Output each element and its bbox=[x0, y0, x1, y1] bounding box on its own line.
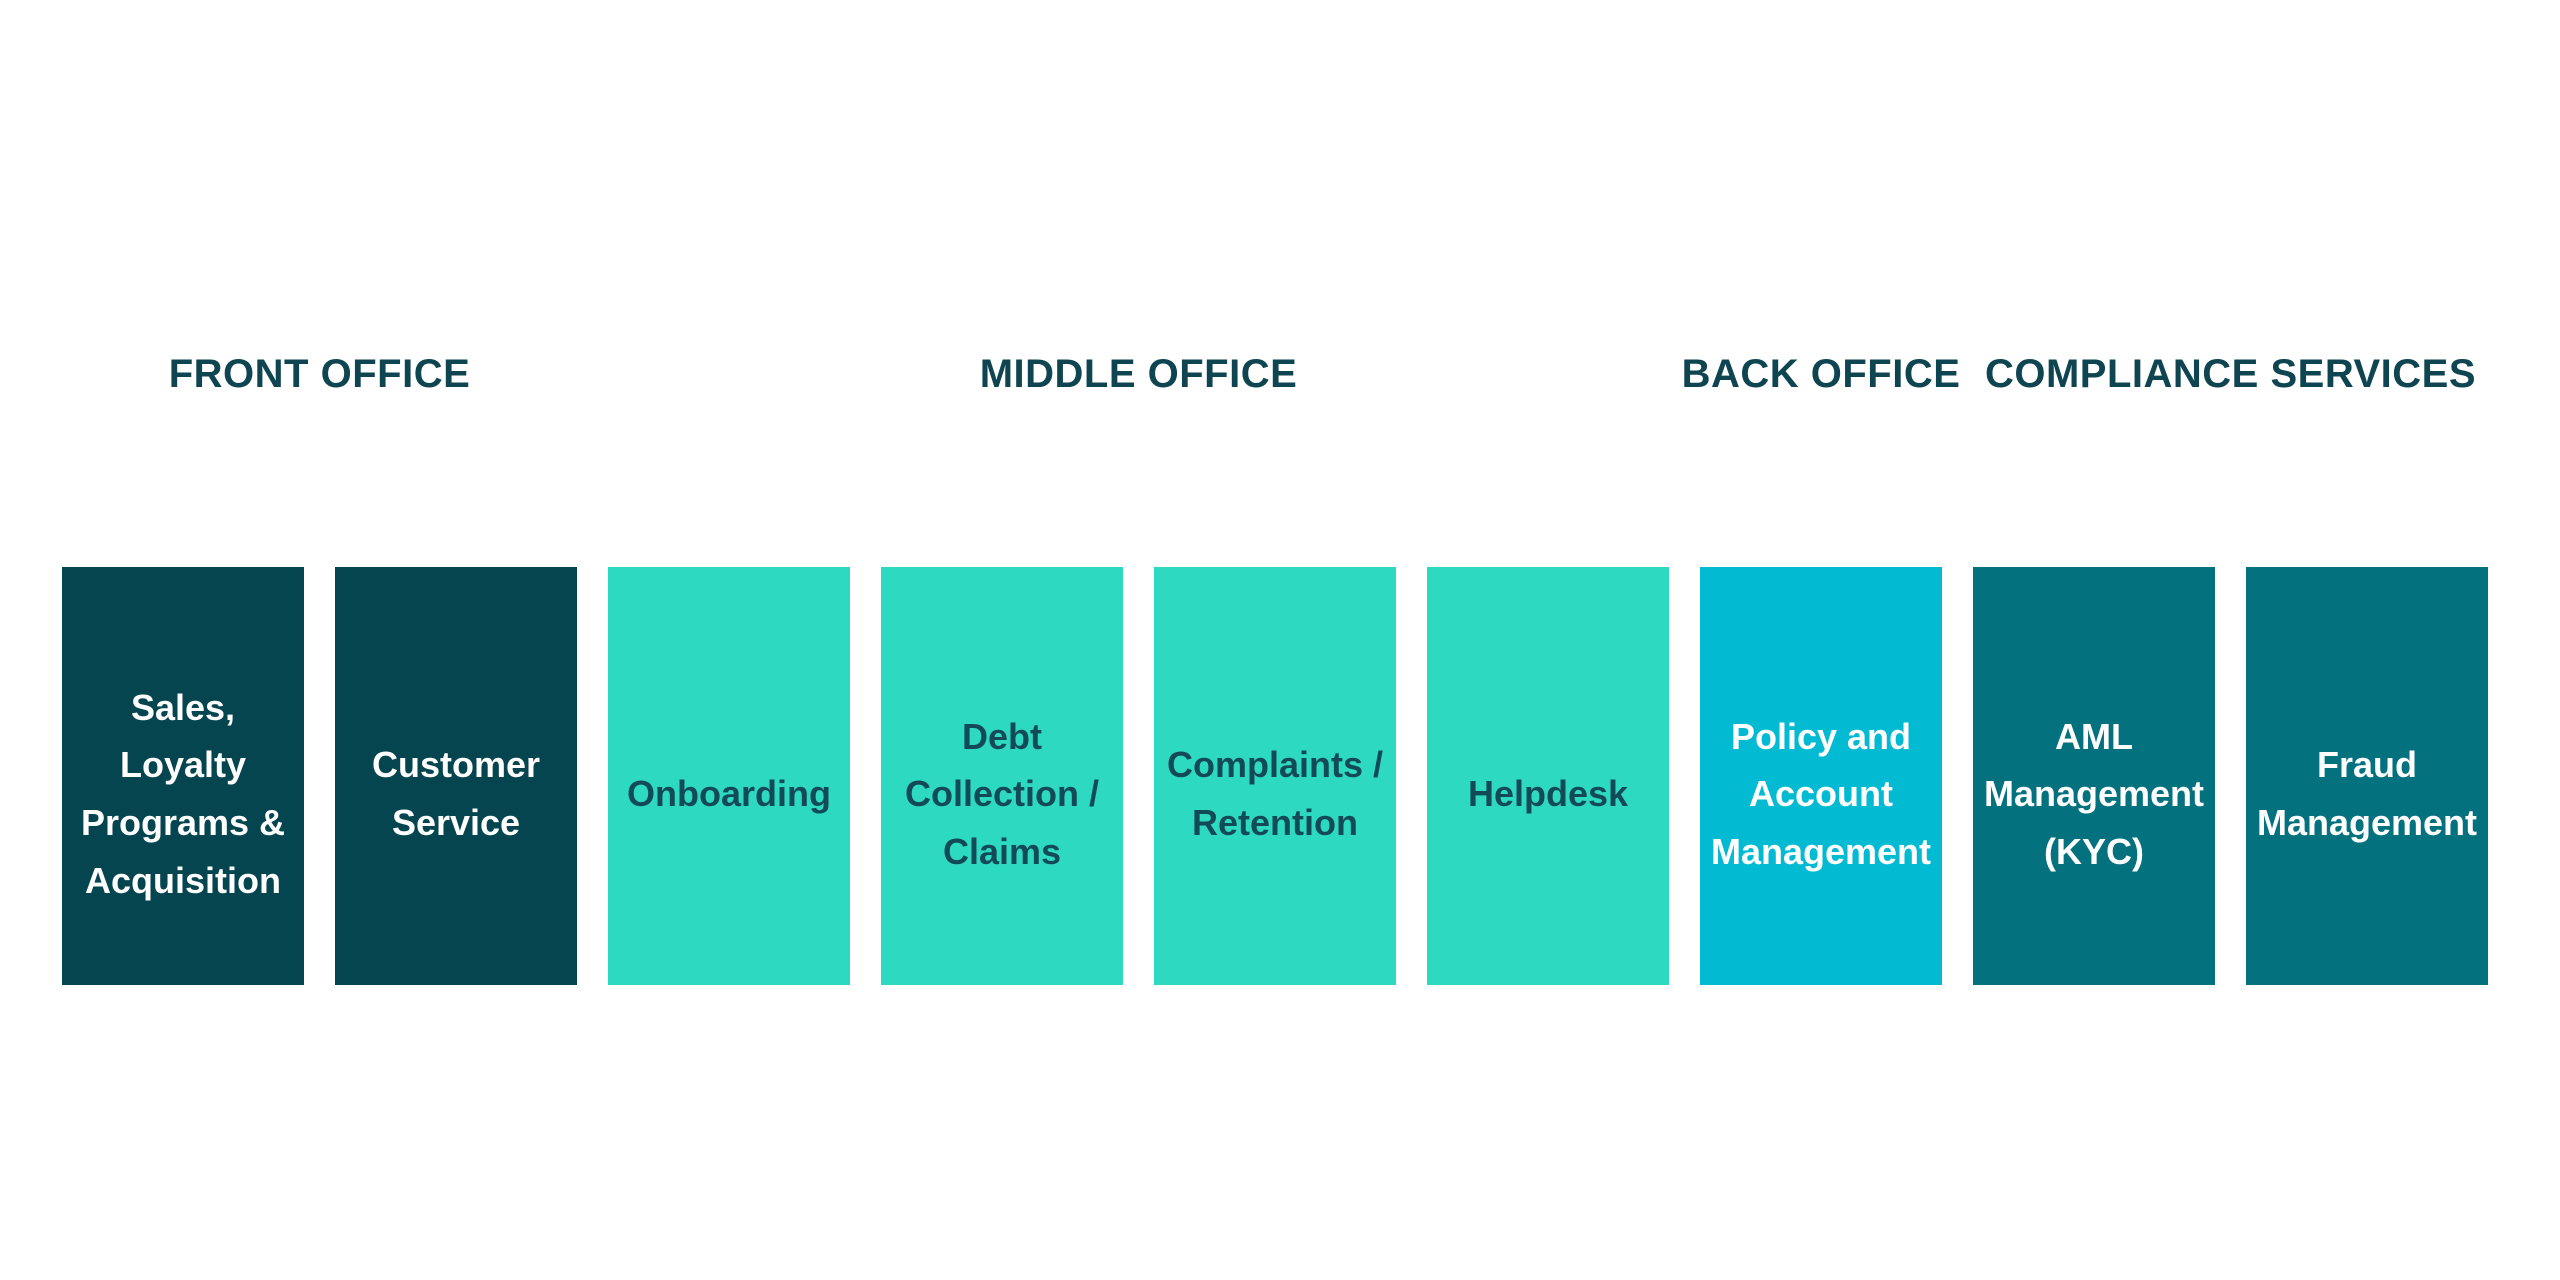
card-row-middle-office: Onboarding Debt Collection / Claims Comp… bbox=[608, 567, 1669, 985]
card-label: Sales, Loyalty Programs & Acquisition bbox=[80, 686, 286, 901]
card-label: Complaints / Retention bbox=[1166, 744, 1384, 843]
card-helpdesk: Helpdesk bbox=[1427, 567, 1669, 985]
card-aml-management-kyc: AML Management (KYC) bbox=[1973, 567, 2215, 985]
card-fraud-management: Fraud Management bbox=[2246, 567, 2488, 985]
section-front-office: FRONT OFFICE Sales, Loyalty Programs & A… bbox=[62, 0, 577, 1280]
section-header-middle-office: MIDDLE OFFICE bbox=[979, 352, 1298, 396]
card-label: Policy and Account Management bbox=[1710, 715, 1932, 872]
section-header-front-office: FRONT OFFICE bbox=[168, 352, 471, 396]
card-label: Customer Service bbox=[371, 744, 541, 843]
card-label: Fraud Management bbox=[2256, 744, 2478, 843]
section-header-back-office: BACK OFFICE bbox=[1681, 352, 1961, 396]
card-row-front-office: Sales, Loyalty Programs & Acquisition Cu… bbox=[62, 567, 577, 985]
card-complaints-retention: Complaints / Retention bbox=[1154, 567, 1396, 985]
card-label: Debt Collection / Claims bbox=[904, 715, 1099, 872]
card-customer-service: Customer Service bbox=[335, 567, 577, 985]
card-policy-account-management: Policy and Account Management bbox=[1700, 567, 1942, 985]
card-debt-collection-claims: Debt Collection / Claims bbox=[881, 567, 1123, 985]
card-row-compliance-services: AML Management (KYC) Fraud Management bbox=[1973, 567, 2488, 985]
card-label: Helpdesk bbox=[1467, 773, 1629, 815]
section-middle-office: MIDDLE OFFICE Onboarding Debt Collection… bbox=[608, 0, 1669, 1280]
card-label: AML Management (KYC) bbox=[1983, 715, 2205, 872]
section-header-compliance-services: COMPLIANCE SERVICES bbox=[1984, 352, 2477, 396]
card-row-back-office: Policy and Account Management bbox=[1700, 567, 1942, 985]
card-label: Onboarding bbox=[627, 773, 831, 815]
card-onboarding: Onboarding bbox=[608, 567, 850, 985]
card-sales-loyalty-programs-acquisition: Sales, Loyalty Programs & Acquisition bbox=[62, 567, 304, 985]
section-compliance-services: COMPLIANCE SERVICES AML Management (KYC)… bbox=[1973, 0, 2488, 1280]
section-back-office: BACK OFFICE Policy and Account Managemen… bbox=[1682, 0, 1960, 1280]
